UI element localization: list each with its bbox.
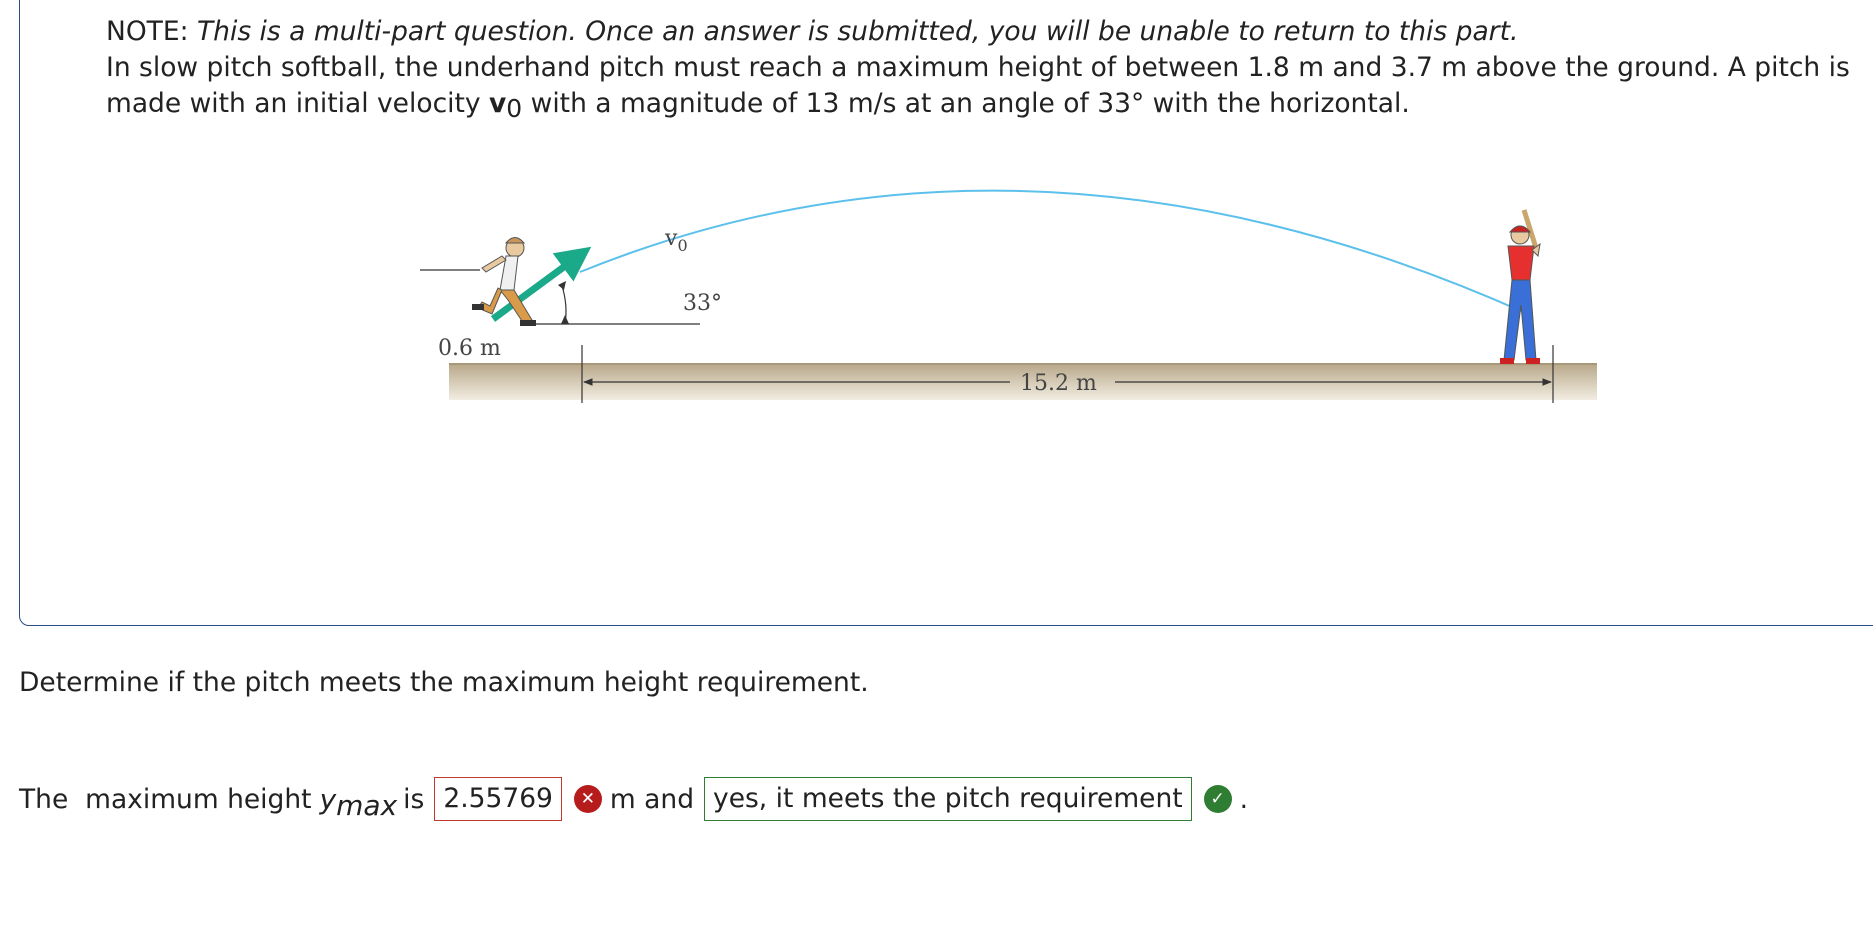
trajectory-curve xyxy=(579,189,1531,316)
is-text: is xyxy=(403,783,425,815)
question-body-1: In slow pitch softball, the underhand pi… xyxy=(106,52,1850,119)
answer-line: The maximum height ymax is 2.55769 ✕ m a… xyxy=(19,777,1249,822)
velocity-label: v0 xyxy=(664,226,688,255)
requirement-select[interactable]: yes, it meets the pitch requirement xyxy=(704,777,1192,821)
velocity-subscript: 0 xyxy=(506,94,523,123)
unit-and-text: m and xyxy=(609,783,695,815)
softball-figure: v0 33° 0.6 m 15.2 m xyxy=(420,189,1597,403)
variable-subscript: max xyxy=(336,788,398,822)
variable-y: y xyxy=(319,782,337,816)
end-period: . xyxy=(1239,783,1249,815)
incorrect-icon: ✕ xyxy=(573,785,602,813)
note-label: NOTE: xyxy=(106,16,189,47)
distance-label: 15.2 m xyxy=(1020,371,1097,396)
answer-prefix: The maximum height xyxy=(19,783,312,815)
velocity-symbol: v xyxy=(489,88,507,119)
note-italic: This is a multi-part question. Once an a… xyxy=(196,16,1519,47)
prompt-text: Determine if the pitch meets the maximum… xyxy=(19,667,869,698)
correct-icon: ✓ xyxy=(1203,785,1232,813)
height-label: 0.6 m xyxy=(438,336,501,361)
question-body-2: with a magnitude of 13 m/s at an angle o… xyxy=(530,88,1410,119)
pitcher-figure xyxy=(472,237,536,326)
question-text: NOTE: This is a multi-part question. Onc… xyxy=(106,14,1856,123)
velocity-arrow xyxy=(490,246,592,322)
question-panel xyxy=(19,0,1873,626)
batter-figure xyxy=(1500,209,1541,364)
angle-label: 33° xyxy=(683,291,722,316)
max-height-input[interactable]: 2.55769 xyxy=(434,777,562,821)
variable-symbol: ymax xyxy=(319,782,398,822)
